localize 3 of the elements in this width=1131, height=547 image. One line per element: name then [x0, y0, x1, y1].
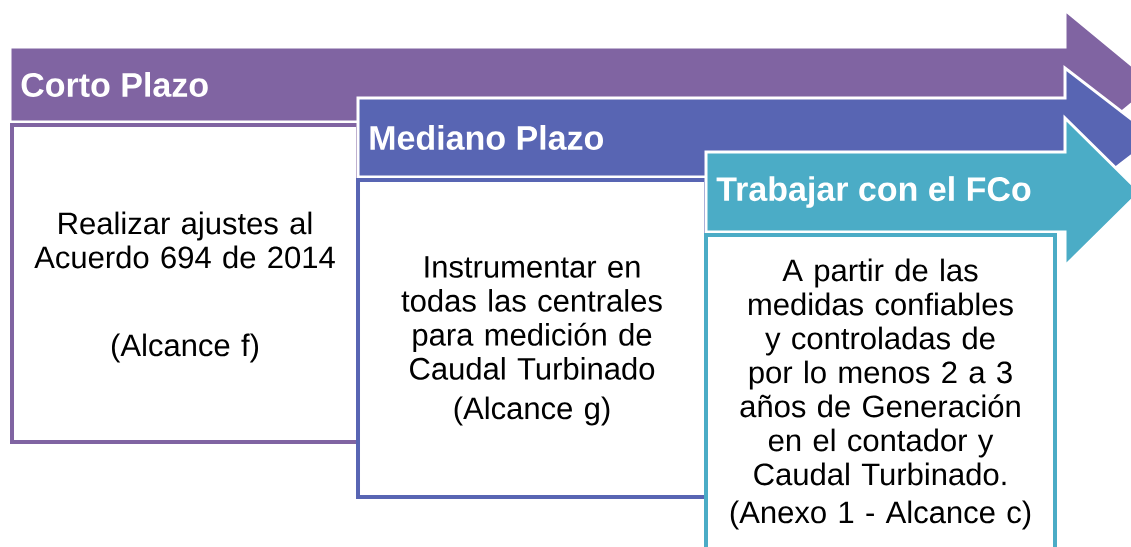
text-box: Instrumentar en todas las centrales para medición de Caudal Turbinado (Alcance g)	[356, 178, 708, 499]
text-box: A partir de las medidas confiables y controladas de por lo menos 2 a 3 años de Generación en el contador y Caudal Turbinado. (Anexo 1 - Alcance c)	[704, 233, 1057, 547]
text-box: Realizar ajustes al Acuerdo 694 de 2014 (Alcance f)	[10, 123, 360, 444]
